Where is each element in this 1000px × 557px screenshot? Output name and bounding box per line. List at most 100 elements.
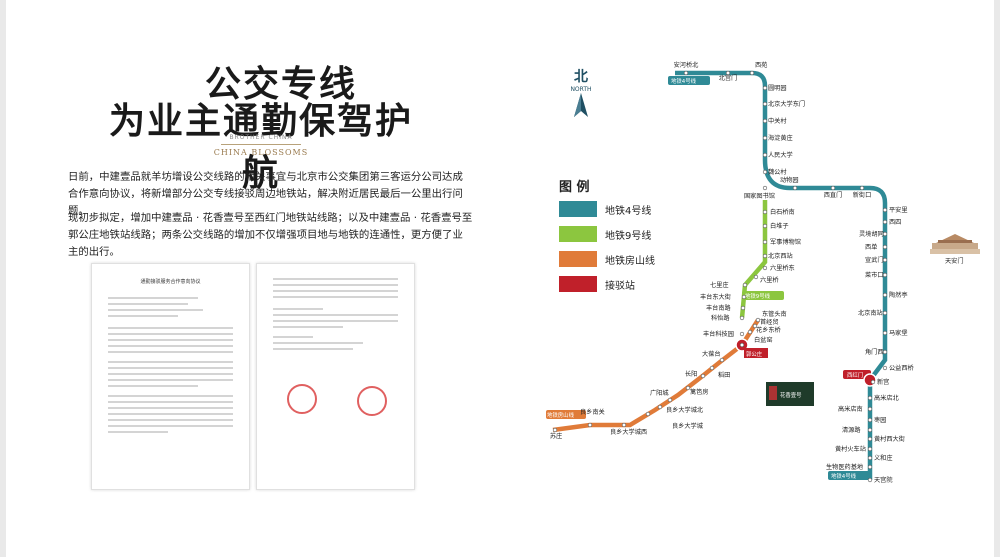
xihongmen-transfer-station <box>863 373 877 387</box>
station-label: 新街口 <box>853 191 872 199</box>
tiananmen-label: 天安门 <box>945 257 964 265</box>
station-dot <box>882 349 888 355</box>
agreement-document-page-1: 通勤接驳服务合作意向协议 <box>91 263 250 490</box>
station-label: 中关村 <box>768 117 787 125</box>
station-dot <box>753 274 759 280</box>
frame-right <box>994 0 1000 557</box>
station-label: 白堆子 <box>770 222 789 230</box>
station-dot <box>882 292 888 298</box>
line-4-route <box>675 70 888 480</box>
station-label: 天宫院 <box>874 476 893 484</box>
station-label: 丰台科技园 <box>703 330 734 338</box>
legend-title: 图 例 <box>559 180 590 195</box>
frame-left <box>0 0 6 557</box>
station-dot <box>645 411 651 417</box>
station-dot <box>762 223 768 229</box>
station-dot <box>882 257 888 263</box>
station-dot <box>762 118 768 124</box>
station-dot <box>762 209 768 215</box>
station-label: 北京南站 <box>858 309 883 317</box>
station-label: 苏庄 <box>550 432 562 440</box>
station-label: 义和庄 <box>874 454 893 462</box>
station-label: 六里桥 <box>760 276 779 284</box>
station-label: 海淀黄庄 <box>768 134 793 142</box>
title-line-2: 为业主通勤保驾护航 <box>108 100 413 194</box>
station-label: 魏公村 <box>768 168 787 176</box>
station-dot <box>867 446 873 452</box>
station-dot <box>719 357 725 363</box>
line4-top-tag <box>668 76 710 85</box>
line9-tag <box>742 291 784 300</box>
station-dot <box>867 395 873 401</box>
line4-top-tag-label: 地铁4号线 <box>671 77 697 85</box>
north-arrow-icon <box>574 93 588 117</box>
agreement-document-page-2 <box>256 263 415 490</box>
station-label: 灵境胡同 <box>859 230 884 238</box>
station-label: 军事博物馆 <box>770 238 801 246</box>
station-label: 国家图书馆 <box>744 192 775 200</box>
paragraph-1: 日前，中建壹品就羊坊增设公交线路的相关事宜与北京市公交集团第三客运分公司达成合作… <box>68 171 463 217</box>
station-dot <box>882 244 888 250</box>
station-label: 西苑 <box>755 61 767 69</box>
station-dot <box>870 379 876 385</box>
station-dot <box>882 231 888 237</box>
north-compass: 北 NORTH <box>566 66 596 123</box>
station-dot <box>867 427 873 433</box>
station-label: 丰台南路 <box>706 304 732 312</box>
station-label: 西直门 <box>824 191 843 199</box>
station-dot <box>752 323 758 329</box>
north-label-en: NORTH <box>570 86 592 93</box>
station-label: 安河桥北 <box>674 61 700 69</box>
station-label: 东管头南 <box>762 310 787 318</box>
station-label: 人民大学 <box>768 151 793 159</box>
station-dot <box>882 219 888 225</box>
station-label: 北京西站 <box>768 252 793 260</box>
station-label: 长阳 <box>685 370 697 378</box>
station-dot <box>667 397 673 403</box>
red-seal-icon <box>357 386 387 416</box>
station-dot <box>755 317 761 323</box>
station-label: 宣武门 <box>865 256 884 264</box>
station-label: 马家堡 <box>889 329 908 337</box>
station-dot <box>709 365 715 371</box>
station-label: 北宫门 <box>719 74 738 82</box>
station-dot <box>867 417 873 423</box>
station-dot <box>762 239 768 245</box>
station-dot <box>762 185 768 191</box>
station-label: 篱笆房 <box>690 388 709 396</box>
station-label: 西单 <box>865 243 877 251</box>
red-seal-icon <box>287 384 317 414</box>
station-dot <box>762 135 768 141</box>
station-dot <box>587 422 593 428</box>
tiananmen-icon <box>930 234 980 254</box>
fangshan-tag-label: 地铁房山线 <box>547 411 575 419</box>
line9-tag-label: 地铁9号线 <box>745 292 771 300</box>
guogongzhuang-label: 郭公庄 <box>746 350 763 358</box>
station-dot <box>621 422 627 428</box>
station-label: 花乡东桥 <box>756 326 781 334</box>
station-dot <box>859 185 865 191</box>
station-dot <box>762 101 768 107</box>
document-text-lines <box>257 278 414 350</box>
station-label: 角门西 <box>865 348 884 356</box>
station-label: 科怡路 <box>711 314 730 322</box>
brand-logo: BROTHER CHINA CHINA BLOSSOMS <box>201 134 321 157</box>
station-dot <box>762 265 768 271</box>
station-label: 枣园 <box>874 416 886 424</box>
brand-name: CHINA BLOSSOMS <box>213 148 309 157</box>
station-label: 生物医药基地 <box>826 463 863 471</box>
station-label: 西四 <box>889 219 901 226</box>
station-label: 动物园 <box>780 176 799 184</box>
station-label: 大葆台 <box>702 350 721 358</box>
station-label: 六里桥东 <box>770 264 795 272</box>
station-label: 陶然亭 <box>889 291 908 299</box>
station-label: 稻田 <box>718 371 730 379</box>
brand-small-text: BROTHER CHINA <box>229 134 293 141</box>
station-label: 白石桥南 <box>770 208 795 216</box>
station-dot <box>867 464 873 470</box>
station-dot <box>552 427 558 433</box>
station-label: 北京大学东门 <box>768 100 805 108</box>
station-dot <box>882 310 888 316</box>
station-label: 七里庄 <box>710 281 729 289</box>
station-dot <box>867 406 873 412</box>
